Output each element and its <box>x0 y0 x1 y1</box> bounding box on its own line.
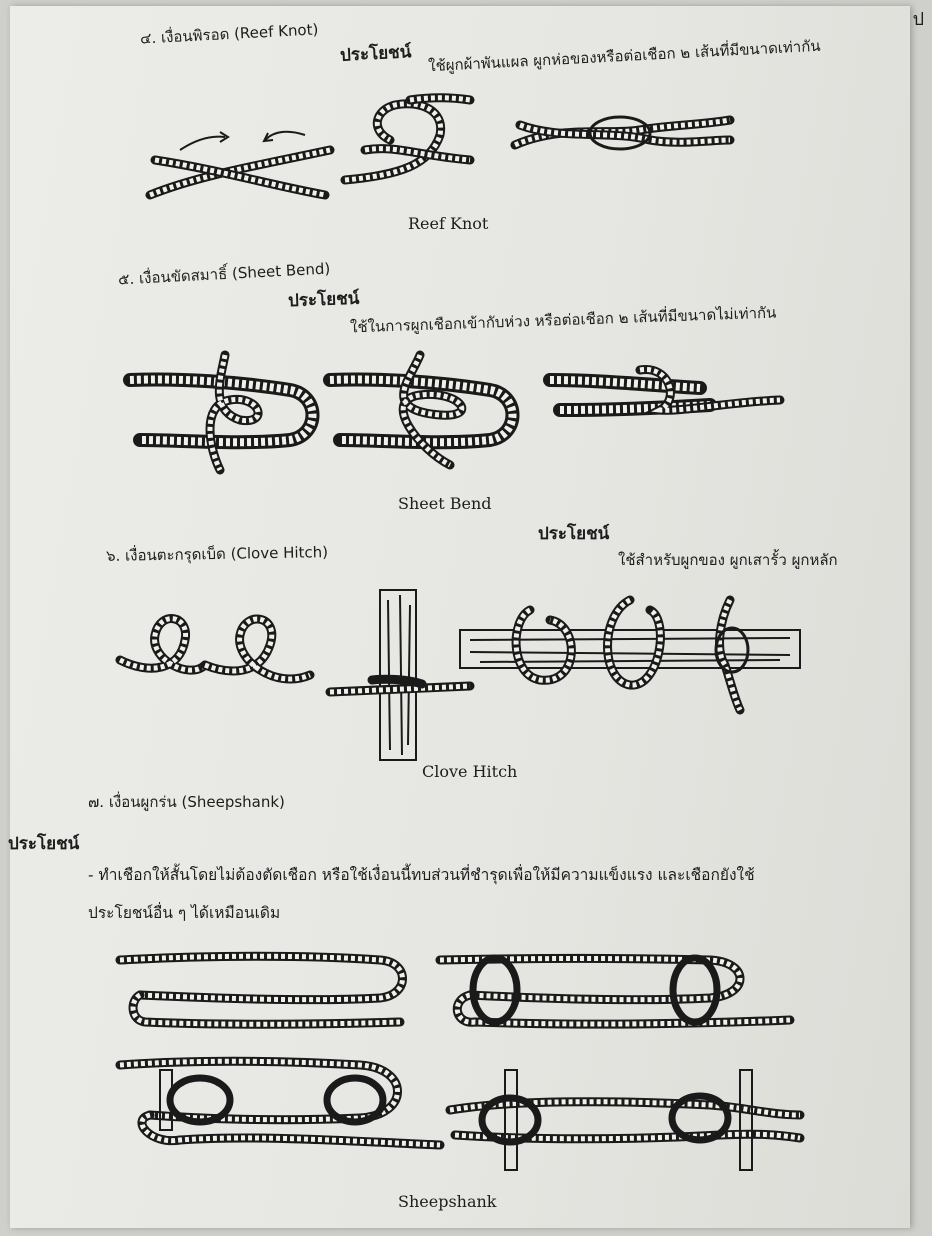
sheepshank-benefit-line-2: ประโยชน์อื่น ๆ ได้เหมือนเดิม <box>88 900 280 925</box>
reef-knot-benefit-title: ประโยชน์ <box>339 38 412 69</box>
sheet-bend-caption: Sheet Bend <box>398 494 492 513</box>
sheepshank-heading: ๗. เงื่อนผูกร่น (Sheepshank) <box>88 790 285 814</box>
clove-hitch-benefit-text: ใช้สำหรับผูกของ ผูกเสารั้ว ผูกหลัก <box>618 548 838 572</box>
clove-hitch-heading: ๖. เงื่อนตะกรุดเบ็ด (Clove Hitch) <box>106 540 328 568</box>
page-corner-text: ป <box>913 4 924 33</box>
reef-knot-caption: Reef Knot <box>408 214 488 233</box>
sheepshank-benefit-title: ประโยชน์ <box>8 830 79 857</box>
sheepshank-caption: Sheepshank <box>398 1192 497 1211</box>
reef-knot-illustration <box>140 85 740 210</box>
sheepshank-illustration <box>110 940 810 1175</box>
clove-hitch-illustration <box>110 580 810 770</box>
sheepshank-benefit-line-1: - ทำเชือกให้สั้นโดยไม่ต้องตัดเชือก หรือใ… <box>88 862 755 887</box>
clove-hitch-benefit-title: ประโยชน์ <box>538 520 609 547</box>
clove-hitch-caption: Clove Hitch <box>422 762 517 781</box>
sheet-bend-illustration <box>120 340 790 490</box>
sheet-bend-benefit-title: ประโยชน์ <box>288 285 360 314</box>
